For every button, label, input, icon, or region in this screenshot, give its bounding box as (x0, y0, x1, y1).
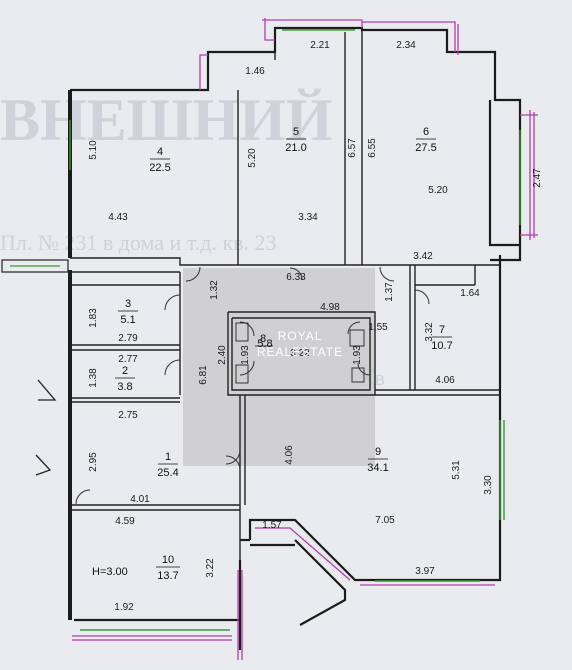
dim-label: 1.93 (352, 345, 363, 365)
dim-label: 5.10 (88, 140, 99, 160)
dimension-labels: 2.21 2.34 1.46 6.57 6.55 5.10 5.20 5.20 … (88, 40, 543, 613)
ceiling-height: H=3.00 (92, 566, 128, 578)
room-7-number: 7 (439, 324, 445, 336)
dim-label: 3.30 (483, 475, 494, 495)
dim-label: 1.57 (262, 520, 282, 531)
bath-fixtures (235, 322, 365, 384)
background-document: ВНЕШНИЙ Пл. № 231 в дома и т.д. кв. 23 К… (0, 87, 385, 390)
svg-text:ROYAL: ROYAL (278, 329, 323, 343)
room-7-area: 10.7 (431, 340, 452, 352)
green-markers (69, 29, 521, 631)
room-5-area: 21.0 (285, 142, 306, 154)
room-10-number: 10 (162, 554, 174, 566)
room-1-area: 25.4 (157, 467, 178, 479)
room-3-area: 5.1 (120, 314, 135, 326)
interior-walls (70, 30, 500, 560)
windows (72, 18, 538, 660)
hallway-shading (183, 268, 375, 466)
room-4-number: 4 (157, 146, 163, 158)
room-6-number: 6 (423, 126, 429, 138)
svg-text:Пл. № 231 в дома и т.д. кв: Пл. № 231 в дома и т.д. кв. 23 (0, 230, 277, 255)
dim-label: 1.64 (460, 288, 480, 299)
dim-label: 5.31 (451, 460, 462, 480)
watermark: ROYAL REALESTATE (257, 329, 343, 359)
dim-label: 2.34 (396, 40, 416, 51)
room-10-area: 13.7 (157, 570, 178, 582)
dim-label: 3.22 (290, 348, 310, 359)
dim-label: 2.79 (118, 333, 138, 344)
dim-label: 4.98 (320, 302, 340, 313)
dim-label: 1.83 (88, 308, 99, 328)
dim-label: 4.06 (284, 445, 295, 465)
room-8-area: 5.8 (257, 338, 272, 350)
room-6-area: 27.5 (415, 142, 436, 154)
room-2-area: 3.8 (117, 381, 132, 393)
dim-label: 1.92 (114, 602, 134, 613)
dim-label: 6.33 (286, 272, 306, 283)
dim-label: 1.93 (240, 345, 251, 365)
dim-label: 4.01 (130, 494, 150, 505)
room-4-area: 22.5 (149, 162, 170, 174)
dim-label: 4.06 (435, 375, 455, 386)
dim-label: 3.32 (424, 322, 435, 342)
dim-label: 7.05 (375, 515, 395, 526)
svg-text:REALESTATE: REALESTATE (257, 345, 343, 359)
room-9-area: 34.1 (367, 462, 388, 474)
outer-walls (68, 26, 522, 650)
door-arcs (75, 266, 430, 505)
room-1-number: 1 (165, 451, 171, 463)
dim-label: 1.37 (384, 282, 395, 302)
dim-label: 1.38 (88, 368, 99, 388)
dim-label: 1.55 (368, 322, 388, 333)
dim-label: 5.20 (428, 185, 448, 196)
dim-label: 6.81 (198, 365, 209, 385)
dim-label: 6.57 (347, 138, 358, 158)
dim-label: 2.47 (532, 168, 543, 188)
dim-label: 1.46 (245, 66, 265, 77)
dim-label: 3.42 (413, 251, 433, 262)
dim-label: 2.77 (118, 354, 138, 365)
dim-label: 4.59 (115, 516, 135, 527)
room-5-number: 5 (293, 126, 299, 138)
dim-label: 1.32 (209, 280, 220, 300)
room-2-number: 2 (122, 365, 128, 377)
room-8-number: 8 (260, 333, 266, 345)
svg-text:ВНЕШНИЙ: ВНЕШНИЙ (0, 87, 333, 153)
room-9-number: 9 (375, 446, 381, 458)
dim-label: 3.22 (205, 558, 216, 578)
dim-label: 5.20 (247, 148, 258, 168)
dim-label: 2.40 (217, 345, 228, 365)
dim-label: 6.55 (367, 138, 378, 158)
dim-label: 3.97 (415, 566, 435, 577)
left-balconies (1, 259, 69, 476)
room-labels: 4 22.5 5 21.0 6 27.5 3 5.1 2 3.8 8 5.8 7… (92, 126, 453, 582)
dim-label: 2.75 (118, 410, 138, 421)
dim-label: 4.43 (108, 212, 128, 223)
dim-label: 3.34 (298, 212, 318, 223)
dim-label: 2.95 (88, 452, 99, 472)
dim-label: 2.21 (310, 40, 330, 51)
room-3-number: 3 (125, 298, 131, 310)
